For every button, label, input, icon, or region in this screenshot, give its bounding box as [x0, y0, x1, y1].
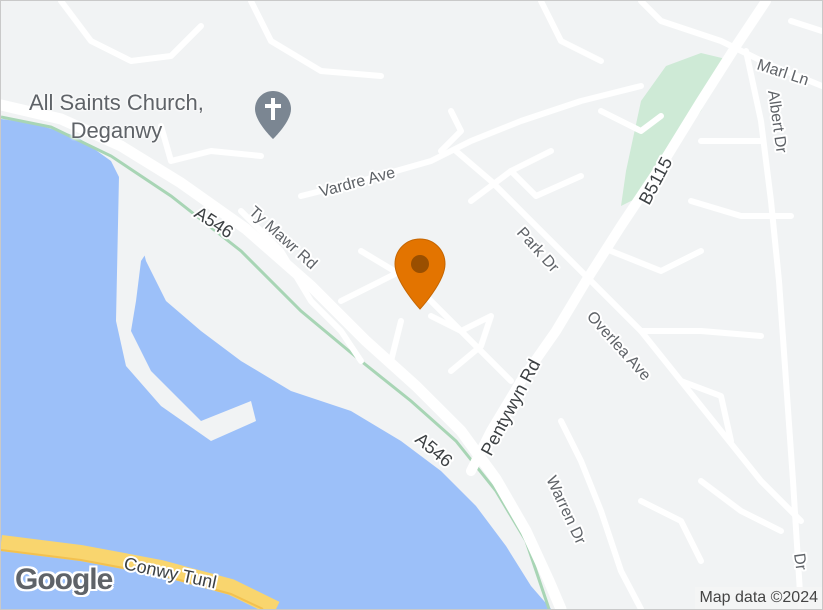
poi-name-line1: All Saints Church,: [29, 90, 204, 115]
church-cross-icon[interactable]: [253, 89, 293, 146]
harbour-pier: [116, 176, 256, 441]
poi-label-church[interactable]: All Saints Church, Deganwy: [29, 89, 204, 145]
map-attribution[interactable]: Map data ©2024: [695, 587, 822, 609]
minor-roads: [58, 1, 822, 609]
railway-line: [1, 115, 551, 609]
label-edge-dr: Dr: [790, 552, 809, 572]
park-area: [621, 53, 726, 206]
poi-name-line2: Deganwy: [70, 118, 163, 143]
road-b5115: [466, 1, 771, 476]
google-logo[interactable]: Google: [15, 563, 113, 596]
road-conwy-tunl: [1, 535, 280, 609]
road-a546: [1, 99, 567, 609]
location-pin-icon[interactable]: [393, 237, 447, 316]
